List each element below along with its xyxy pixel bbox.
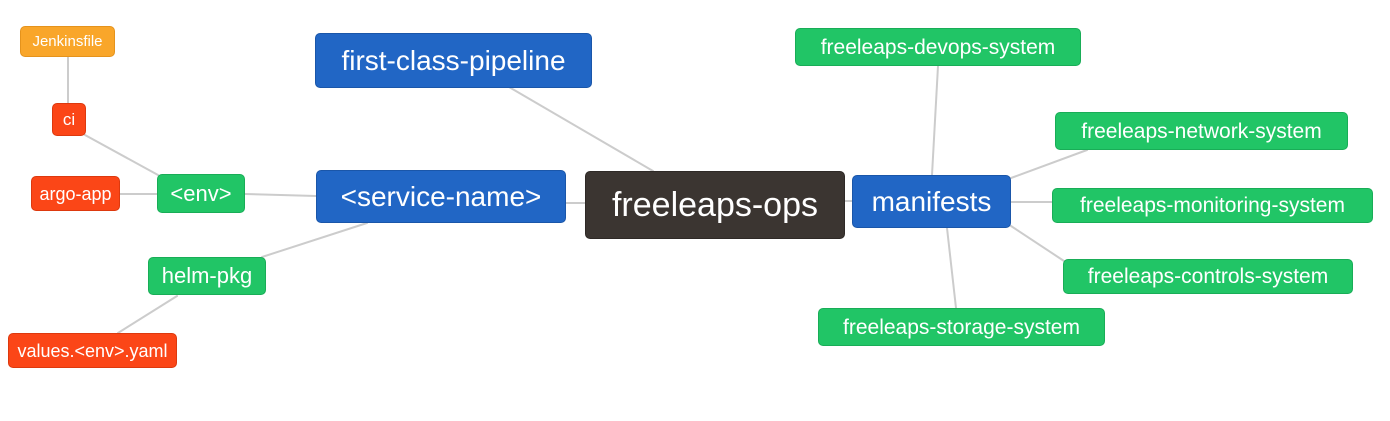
edge-manifests-devops [931, 65, 939, 176]
node-values-env-yaml[interactable]: values.<env>.yaml [8, 333, 177, 368]
edge-ci-env [84, 134, 159, 176]
node-ci[interactable]: ci [52, 103, 86, 136]
edge-manifests-storage [946, 227, 957, 309]
node-controls-system[interactable]: freeleaps-controls-system [1063, 259, 1353, 294]
node-manifests[interactable]: manifests [852, 175, 1011, 228]
node-root-freeleaps-ops[interactable]: freeleaps-ops [585, 171, 845, 239]
node-network-system[interactable]: freeleaps-network-system [1055, 112, 1348, 150]
node-jenkinsfile[interactable]: Jenkinsfile [20, 26, 115, 57]
node-monitoring-system[interactable]: freeleaps-monitoring-system [1052, 188, 1373, 223]
node-first-class-pipeline[interactable]: first-class-pipeline [315, 33, 592, 88]
edge-fcp-root [508, 86, 654, 172]
node-argo-app[interactable]: argo-app [31, 176, 120, 211]
node-helm-pkg[interactable]: helm-pkg [148, 257, 266, 295]
edge-helm-values [117, 295, 178, 334]
edge-service-helm [261, 222, 368, 258]
node-storage-system[interactable]: freeleaps-storage-system [818, 308, 1105, 346]
node-env[interactable]: <env> [157, 174, 245, 213]
node-service-name[interactable]: <service-name> [316, 170, 566, 223]
edge-manifests-controls [1010, 225, 1065, 262]
edge-env-service [244, 193, 317, 197]
node-devops-system[interactable]: freeleaps-devops-system [795, 28, 1081, 66]
edge-manifests-network [1010, 149, 1088, 179]
